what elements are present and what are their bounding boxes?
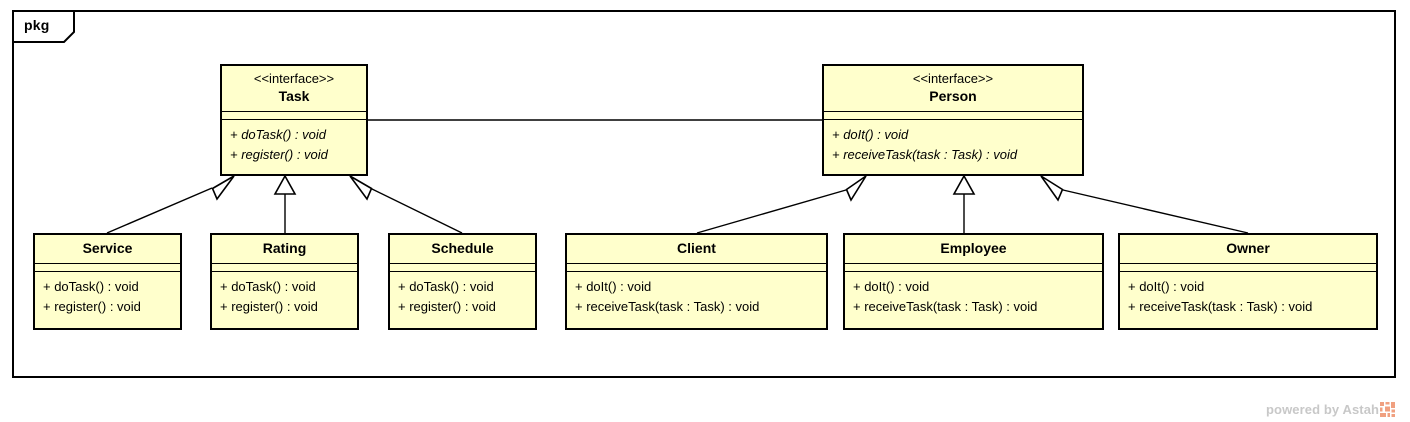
class-operations-compartment: + doTask() : void + register() : void	[390, 272, 535, 328]
class-operations-compartment: + doIt() : void + receiveTask(task : Tas…	[824, 120, 1082, 174]
class-operation: + doIt() : void	[575, 279, 652, 294]
class-name: Client	[677, 240, 716, 256]
watermark: powered by Astah	[1266, 400, 1396, 418]
package-frame	[12, 10, 1396, 378]
class-attributes-compartment	[567, 264, 826, 272]
class-header-rating: Rating	[212, 235, 357, 264]
class-operation: + receiveTask(task : Task) : void	[853, 299, 1038, 314]
class-name: Owner	[1226, 240, 1270, 256]
class-name: Schedule	[431, 240, 494, 256]
class-stereotype: <<interface>>	[912, 71, 994, 86]
class-name: Task	[278, 88, 310, 104]
class-operations-compartment: + doIt() : void + receiveTask(task : Tas…	[567, 272, 826, 328]
class-name: Person	[929, 88, 977, 104]
class-operations-compartment: + doTask() : void + register() : void	[212, 272, 357, 328]
class-operation: + doIt() : void	[1128, 279, 1205, 294]
class-operations-compartment: + doTask() : void + register() : void	[222, 120, 366, 174]
class-box-employee[interactable]: Employee + doIt() : void + receiveTask(t…	[843, 233, 1104, 330]
class-operation: + doIt() : void	[853, 279, 930, 294]
astah-logo-icon	[1380, 401, 1396, 417]
class-attributes-compartment	[845, 264, 1102, 272]
class-box-rating[interactable]: Rating + doTask() : void + register() : …	[210, 233, 359, 330]
class-box-service[interactable]: Service + doTask() : void + register() :…	[33, 233, 182, 330]
class-operations-compartment: + doTask() : void + register() : void	[35, 272, 180, 328]
class-name: Service	[82, 240, 133, 256]
class-operation: + receiveTask(task : Task) : void	[575, 299, 760, 314]
class-operation: + doTask() : void	[43, 279, 139, 294]
class-attributes-compartment	[222, 112, 366, 120]
package-name-label: pkg	[24, 17, 50, 33]
class-attributes-compartment	[212, 264, 357, 272]
class-operation: + receiveTask(task : Task) : void	[832, 147, 1018, 162]
class-header-task: <<interface>> Task	[222, 66, 366, 112]
class-operation: + doTask() : void	[220, 279, 316, 294]
class-operation: + doTask() : void	[230, 127, 326, 142]
class-operation: + register() : void	[220, 299, 318, 314]
class-box-owner[interactable]: Owner + doIt() : void + receiveTask(task…	[1118, 233, 1378, 330]
class-stereotype: <<interface>>	[253, 71, 335, 86]
class-name: Employee	[940, 240, 1007, 256]
class-operations-compartment: + doIt() : void + receiveTask(task : Tas…	[845, 272, 1102, 328]
class-operation: + register() : void	[230, 147, 328, 162]
class-operation: + register() : void	[398, 299, 496, 314]
class-header-employee: Employee	[845, 235, 1102, 264]
class-header-person: <<interface>> Person	[824, 66, 1082, 112]
class-box-task[interactable]: <<interface>> Task + doTask() : void + r…	[220, 64, 368, 176]
package-tab	[12, 10, 86, 43]
class-box-client[interactable]: Client + doIt() : void + receiveTask(tas…	[565, 233, 828, 330]
class-name: Rating	[262, 240, 307, 256]
class-box-person[interactable]: <<interface>> Person + doIt() : void + r…	[822, 64, 1084, 176]
class-attributes-compartment	[1120, 264, 1376, 272]
watermark-label: powered by Astah	[1266, 401, 1380, 417]
class-operation: + doIt() : void	[832, 127, 909, 142]
class-box-schedule[interactable]: Schedule + doTask() : void + register() …	[388, 233, 537, 330]
class-attributes-compartment	[390, 264, 535, 272]
class-operation: + register() : void	[43, 299, 141, 314]
class-operation: + receiveTask(task : Task) : void	[1128, 299, 1313, 314]
class-operations-compartment: + doIt() : void + receiveTask(task : Tas…	[1120, 272, 1376, 328]
class-header-service: Service	[35, 235, 180, 264]
class-attributes-compartment	[35, 264, 180, 272]
class-header-schedule: Schedule	[390, 235, 535, 264]
class-header-client: Client	[567, 235, 826, 264]
class-attributes-compartment	[824, 112, 1082, 120]
class-operation: + doTask() : void	[398, 279, 494, 294]
class-header-owner: Owner	[1120, 235, 1376, 264]
